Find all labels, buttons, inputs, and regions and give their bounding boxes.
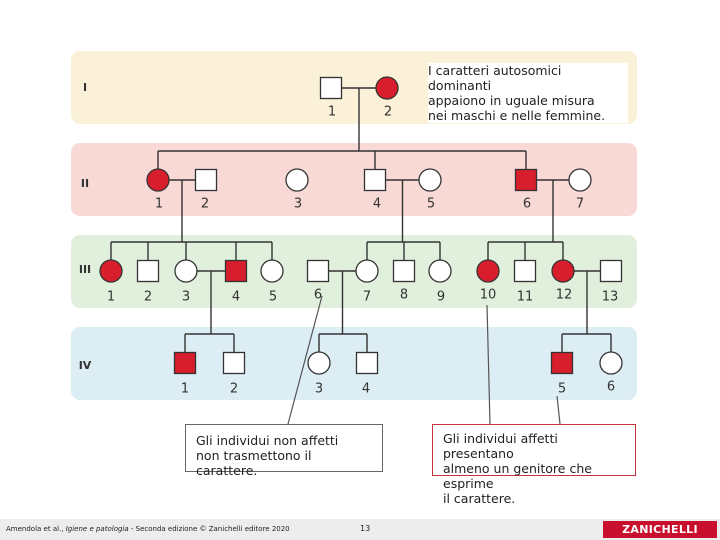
footer-edition: - Seconda edizione © Zanichelli editore …: [130, 525, 290, 533]
individual-label: 5: [269, 290, 277, 305]
individual-label: 10: [480, 288, 497, 303]
female-unaffected-iv-3: [307, 351, 331, 375]
individual-label: 3: [294, 197, 302, 212]
pointer-line-affected-1: [486, 304, 491, 425]
individual-label: 3: [182, 290, 190, 305]
male-affected-ii-6: [514, 168, 538, 192]
footer: Amendola et al., Igiene e patologia - Se…: [0, 519, 720, 540]
female-unaffected-ii-3: [285, 168, 309, 192]
female-affected-i-2: [375, 76, 399, 100]
male-unaffected-iv-4: [355, 351, 379, 375]
publisher-logo: ZANICHELLI: [603, 521, 717, 538]
generation-band: [71, 143, 637, 216]
male-unaffected-i-1: [319, 76, 343, 100]
individual-label: 2: [384, 105, 392, 120]
individual-label: 11: [517, 290, 534, 305]
individual-label: 2: [230, 382, 238, 397]
individual-label: 1: [181, 382, 189, 397]
individual-label: 6: [523, 197, 531, 212]
female-unaffected-iv-6: [599, 351, 623, 375]
individual-label: 9: [437, 290, 445, 305]
individual-label: 5: [558, 382, 566, 397]
male-unaffected-iii-11: [513, 259, 537, 283]
individual-label: 6: [607, 380, 615, 395]
female-unaffected-iii-7: [355, 259, 379, 283]
female-affected-ii-1: [146, 168, 170, 192]
note-autosomal-dominant: I caratteri autosomici dominanti appaion…: [428, 63, 628, 123]
individual-label: 8: [400, 288, 408, 303]
generation-label: II: [81, 177, 89, 190]
male-affected-iv-5: [550, 351, 574, 375]
individual-label: 4: [362, 382, 370, 397]
male-unaffected-ii-2: [194, 168, 218, 192]
individual-label: 1: [328, 105, 336, 120]
individual-label: 2: [201, 197, 209, 212]
female-affected-iii-1: [99, 259, 123, 283]
male-affected-iii-4: [224, 259, 248, 283]
male-unaffected-ii-4: [363, 168, 387, 192]
note-affected: Gli individui affetti presentano almeno …: [432, 424, 636, 506]
female-unaffected-ii-7: [568, 168, 592, 192]
individual-label: 7: [363, 290, 371, 305]
female-unaffected-iii-5: [260, 259, 284, 283]
individual-label: 2: [144, 290, 152, 305]
individual-label: 4: [373, 197, 381, 212]
female-affected-iii-12: [551, 259, 575, 283]
pointer-line-unaffected: [287, 295, 323, 425]
female-unaffected-ii-5: [418, 168, 442, 192]
female-unaffected-iii-9: [428, 259, 452, 283]
generation-label: III: [79, 263, 91, 276]
individual-label: 5: [427, 197, 435, 212]
male-unaffected-iii-2: [136, 259, 160, 283]
male-unaffected-iii-6: [306, 259, 330, 283]
individual-label: 13: [602, 290, 619, 305]
male-unaffected-iii-8: [392, 259, 416, 283]
individual-label: 12: [556, 288, 573, 303]
male-unaffected-iii-13: [599, 259, 623, 283]
male-unaffected-iv-2: [222, 351, 246, 375]
page-number: 13: [360, 524, 371, 533]
individual-label: 4: [232, 290, 240, 305]
footer-book-title: Igiene e patologia: [65, 525, 129, 533]
female-unaffected-iii-3: [174, 259, 198, 283]
male-affected-iv-1: [173, 351, 197, 375]
individual-label: 7: [576, 197, 584, 212]
female-affected-iii-10: [476, 259, 500, 283]
pointer-line-affected-2: [556, 395, 561, 425]
individual-label: 3: [315, 382, 323, 397]
individual-label: 6: [314, 288, 322, 303]
generation-label: I: [83, 81, 87, 94]
footer-credit: Amendola et al., Igiene e patologia - Se…: [6, 525, 290, 533]
note-unaffected: Gli individui non affetti non trasmetton…: [185, 424, 383, 478]
footer-authors: Amendola et al.,: [6, 525, 64, 533]
generation-label: IV: [79, 359, 92, 372]
individual-label: 1: [107, 290, 115, 305]
generation-band: [71, 327, 637, 400]
individual-label: 1: [155, 197, 163, 212]
